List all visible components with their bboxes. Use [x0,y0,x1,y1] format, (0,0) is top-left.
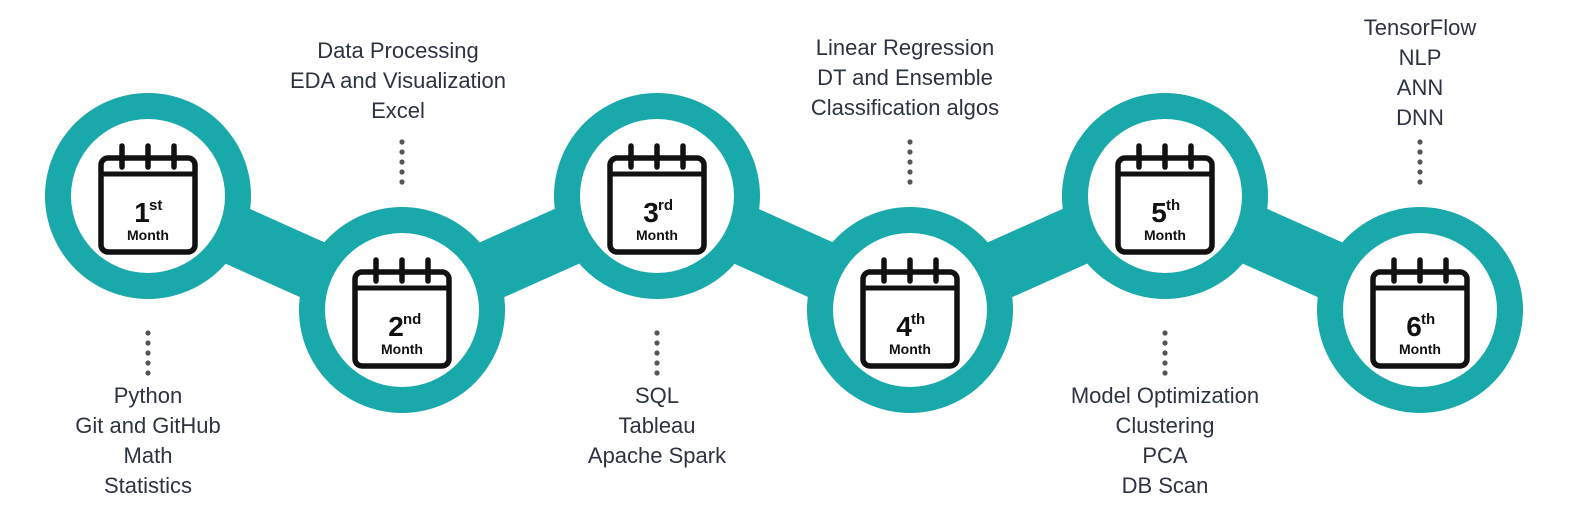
topic-item: ANN [1396,75,1444,100]
milestone-suffix: th [911,311,925,328]
leader-dot [399,139,405,145]
leader-dot [907,179,913,185]
topic-item: NLP [1398,45,1442,70]
dotted-leader-2 [399,139,405,185]
milestone-number: 1 [134,197,150,228]
milestone-number: 5 [1151,197,1167,228]
milestone-suffix: th [1166,197,1180,214]
milestone-number: 3 [643,197,659,228]
leader-dot [654,340,660,346]
calendar-icon [98,143,198,255]
leader-dot [654,370,660,376]
topic-item: Statistics [103,473,193,498]
calendar-icon [1370,257,1470,369]
dotted-leader-4 [907,139,913,185]
milestone-unit: Month [127,227,169,243]
leader-dot [907,149,913,155]
leader-dot [145,370,151,376]
milestone-unit: Month [889,341,931,357]
topic-item: TensorFlow [1363,15,1477,40]
topic-item: Model Optimization [1070,383,1260,408]
leader-dot [654,350,660,356]
topic-item: Linear Regression [815,35,995,60]
milestone-number: 6 [1406,311,1422,342]
leader-dot [654,330,660,336]
topic-item: Apache Spark [587,443,727,468]
leader-dot [1417,149,1423,155]
milestone-number: 2 [388,311,404,342]
leader-dot [145,360,151,366]
topic-item: DNN [1396,105,1444,130]
dotted-leader-6 [1417,139,1423,185]
leader-dot [1417,159,1423,165]
milestone-number: 4 [896,311,912,342]
calendar-icon [352,257,452,369]
topic-item: Tableau [618,413,696,438]
topic-item: Clustering [1115,413,1215,438]
leader-dot [145,330,151,336]
leader-dot [1162,360,1168,366]
topic-item: Classification algos [810,95,1000,120]
topic-item: SQL [634,383,680,408]
milestone-suffix: nd [403,311,421,328]
topic-item: Data Processing [317,38,479,63]
leader-dot [399,149,405,155]
dotted-leader-1 [145,330,151,376]
milestone-unit: Month [636,227,678,243]
milestone-suffix: th [1421,311,1435,328]
leader-dot [1162,350,1168,356]
leader-dot [1162,330,1168,336]
topic-item: EDA and Visualization [289,68,507,93]
calendar-icon [860,257,960,369]
topic-item: PCA [1142,443,1188,468]
leader-dot [399,159,405,165]
leader-dot [1162,340,1168,346]
topic-item: Math [123,443,173,468]
leader-dot [399,169,405,175]
leader-dot [907,139,913,145]
leader-dot [1162,370,1168,376]
leader-dot [1417,179,1423,185]
milestone-unit: Month [1144,227,1186,243]
milestone-suffix: st [149,197,162,214]
calendar-icon [1115,143,1215,255]
leader-dot [1417,139,1423,145]
leader-dot [399,179,405,185]
leader-dot [907,169,913,175]
dotted-leader-3 [654,330,660,376]
milestone-unit: Month [381,341,423,357]
calendar-icon [607,143,707,255]
topic-item: Python [113,383,183,408]
topic-item: DT and Ensemble [817,65,993,90]
leader-dot [145,350,151,356]
leader-dot [1417,169,1423,175]
milestone-suffix: rd [658,197,673,214]
milestone-unit: Month [1399,341,1441,357]
leader-dot [654,360,660,366]
leader-dot [907,159,913,165]
topic-item: Excel [371,98,425,123]
topic-item: DB Scan [1121,473,1209,498]
dotted-leader-5 [1162,330,1168,376]
topic-item: Git and GitHub [75,413,221,438]
leader-dot [145,340,151,346]
